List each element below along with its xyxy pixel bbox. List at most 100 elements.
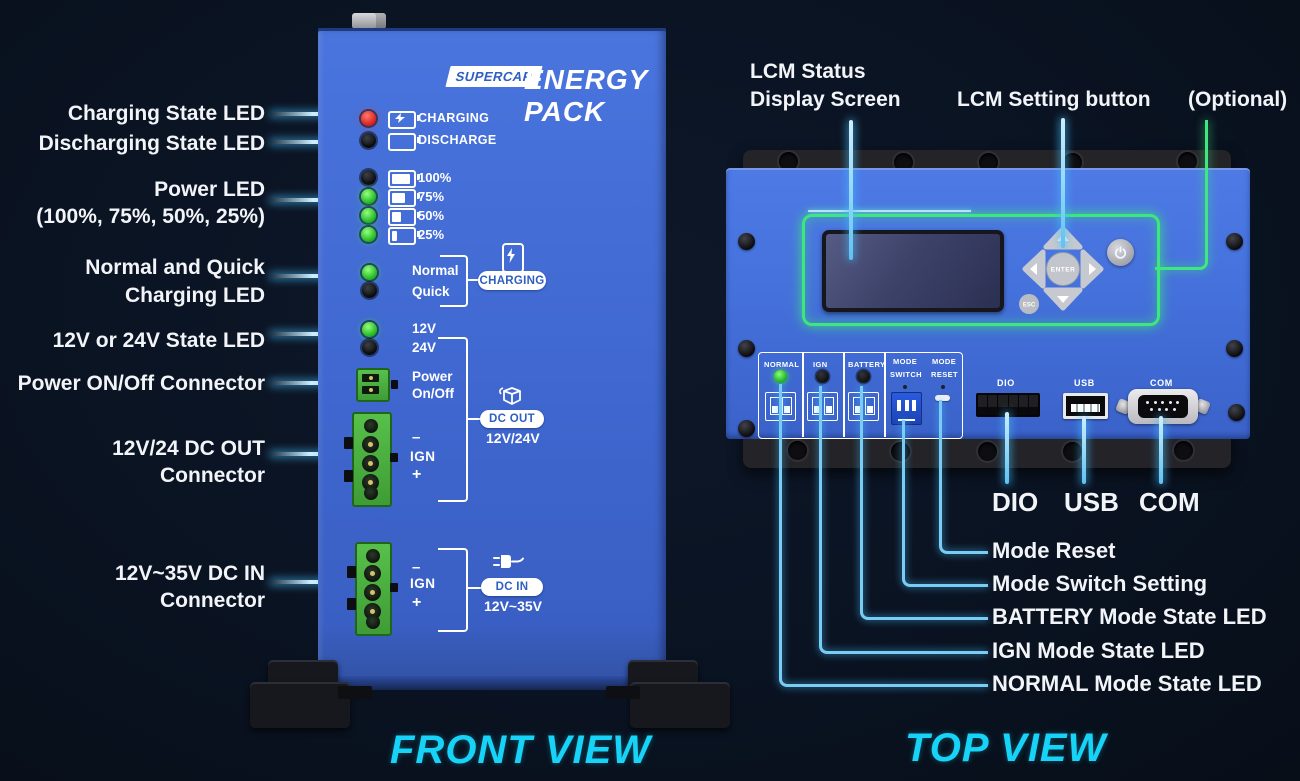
flange-hole bbox=[1063, 153, 1082, 172]
com-port-label: COM bbox=[1150, 378, 1173, 388]
callout-lcm-status-line2: Display Screen bbox=[750, 88, 901, 111]
dc-out-bracket bbox=[438, 337, 468, 502]
state-led-12v bbox=[362, 322, 377, 337]
bolt-glyph bbox=[395, 113, 405, 123]
dc-in-plug-icon bbox=[493, 555, 524, 568]
battery-mode-state-led bbox=[857, 370, 870, 383]
power-button[interactable] bbox=[1107, 239, 1134, 266]
dc-out-cube-icon bbox=[499, 387, 521, 405]
callout-line-discharging bbox=[270, 140, 365, 144]
top-view-caption: TOP VIEW bbox=[905, 726, 1107, 770]
connector-latch bbox=[347, 566, 356, 578]
callout-com: COM bbox=[1139, 487, 1200, 517]
mode-switch-label-line1: MODE bbox=[893, 357, 918, 366]
power-onoff-label-line2: On/Off bbox=[412, 386, 454, 401]
connector-key-tab bbox=[390, 453, 398, 462]
front-view-caption: FRONT VIEW bbox=[390, 728, 652, 772]
mounting-foot-right bbox=[630, 682, 730, 728]
connector-latch bbox=[344, 470, 353, 482]
com-pins-top bbox=[1146, 401, 1179, 404]
dc-out-stub bbox=[466, 418, 481, 420]
lcm-highlight-topline bbox=[808, 210, 971, 212]
down-arrow-icon bbox=[1057, 296, 1069, 303]
callout-normal-mode-state-led: NORMAL Mode State LED bbox=[992, 671, 1262, 696]
enter-button[interactable] bbox=[1046, 252, 1080, 286]
callout-line-normal-quick bbox=[270, 274, 365, 278]
panel-screw bbox=[738, 233, 755, 250]
dc-in-stub bbox=[466, 587, 481, 589]
callout-dc-out-line2: Connector bbox=[160, 464, 265, 487]
flange-hole bbox=[779, 152, 798, 171]
callout-ign-mode-state-led: IGN Mode State LED bbox=[992, 638, 1205, 663]
esc-button-label: ESC bbox=[1023, 303, 1036, 309]
mode-panel-divider bbox=[843, 352, 845, 437]
discharging-state-led bbox=[361, 133, 376, 148]
ign-mode-state-led bbox=[816, 370, 829, 383]
power-onoff-label-line1: Power bbox=[412, 369, 453, 384]
power-onoff-connector bbox=[356, 368, 390, 402]
callout-line-battery-mode bbox=[860, 386, 988, 620]
dc-out-badge: DC OUT bbox=[480, 410, 544, 428]
voltage-24v-label: 24V bbox=[412, 340, 437, 355]
callout-line-12v-24v bbox=[270, 332, 365, 336]
esc-button[interactable] bbox=[1019, 294, 1039, 314]
callout-mode-reset: Mode Reset bbox=[992, 538, 1116, 563]
flange-hole bbox=[1063, 442, 1082, 461]
panel-screw bbox=[1228, 404, 1245, 421]
charging-square-icon bbox=[502, 243, 524, 273]
right-arrow-icon bbox=[1089, 263, 1096, 275]
power-led-25 bbox=[361, 227, 376, 242]
callout-dc-in-line2: Connector bbox=[160, 589, 265, 612]
connector-pin bbox=[364, 565, 381, 582]
battery-charging-icon bbox=[388, 111, 420, 129]
panel-screw bbox=[738, 420, 755, 437]
dc-in-badge: DC IN bbox=[481, 578, 543, 596]
callout-battery-mode-state-led: BATTERY Mode State LED bbox=[992, 604, 1267, 629]
battery-75-icon bbox=[388, 189, 420, 207]
lcm-setting-dpad: ENTER ESC bbox=[1019, 226, 1104, 314]
com-dsub bbox=[1138, 395, 1188, 418]
connector-key-tab bbox=[390, 583, 398, 592]
connector-pin bbox=[362, 436, 379, 453]
callout-line-lcm-setting bbox=[1061, 118, 1065, 248]
flange-hole bbox=[978, 442, 997, 461]
dc-in-bracket bbox=[438, 548, 468, 632]
callout-lcm-setting: LCM Setting button bbox=[957, 88, 1151, 111]
charging-badge-stub bbox=[466, 279, 480, 281]
product-name-line1: ENERGY bbox=[524, 64, 649, 95]
callout-dc-in-line1: 12V~35V DC IN bbox=[115, 562, 265, 585]
callout-line-power-onoff bbox=[270, 381, 362, 385]
charging-led-label: CHARGING bbox=[418, 111, 490, 125]
power-led-75 bbox=[361, 189, 376, 204]
connector-pin bbox=[369, 388, 373, 392]
charging-state-led bbox=[361, 111, 376, 126]
callout-optional: (Optional) bbox=[1188, 88, 1288, 111]
flange-hole bbox=[1178, 152, 1197, 171]
panel-screw bbox=[1226, 233, 1243, 250]
connector-pin bbox=[364, 584, 381, 601]
callout-line-lcm-status bbox=[849, 120, 853, 260]
callout-line-usb bbox=[1082, 416, 1086, 484]
power-icon bbox=[1114, 246, 1127, 259]
battery-25-icon bbox=[388, 227, 420, 245]
callout-line-power-led bbox=[270, 198, 365, 202]
battery-mode-label: BATTERY bbox=[848, 360, 886, 369]
callout-discharging-state-led: Discharging State LED bbox=[38, 132, 265, 155]
callout-12v-24v-state-led: 12V or 24V State LED bbox=[52, 329, 265, 352]
ign-mode-label: IGN bbox=[813, 360, 828, 369]
mode-switch-dip[interactable] bbox=[891, 392, 922, 425]
dc-in-connector bbox=[355, 542, 392, 636]
mode-reset-button[interactable] bbox=[935, 395, 950, 401]
normal-mode-state-led bbox=[774, 370, 787, 383]
com-port bbox=[1128, 389, 1198, 424]
power-level-100-label: 100% bbox=[418, 170, 452, 185]
device-foot-small-right bbox=[606, 686, 640, 699]
dc-out-pin-plus: + bbox=[412, 466, 422, 483]
connector-hole bbox=[366, 615, 380, 629]
dc-out-connector bbox=[352, 412, 392, 507]
dc-in-pin-minus: – bbox=[412, 559, 421, 576]
callout-power-onoff-connector: Power ON/Off Connector bbox=[17, 372, 265, 395]
state-led-24v bbox=[362, 340, 377, 355]
callout-normal-quick-line2: Charging LED bbox=[125, 284, 265, 307]
callout-power-led-line2: (100%, 75%, 50%, 25%) bbox=[36, 205, 265, 228]
